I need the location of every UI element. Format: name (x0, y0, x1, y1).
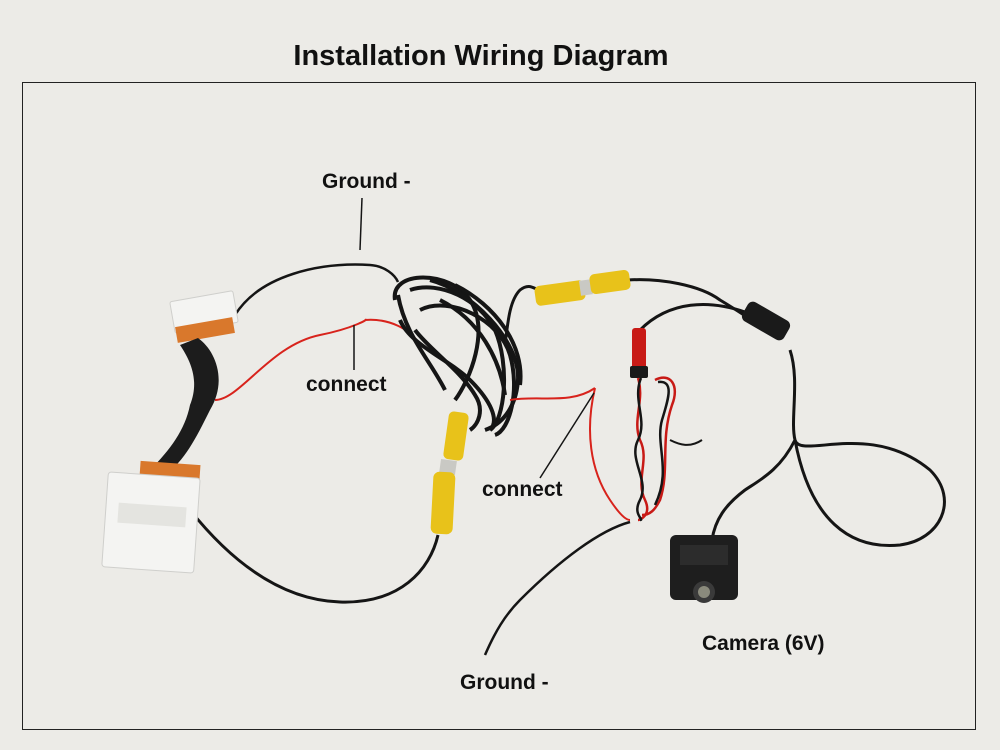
label-ground-top: Ground - (322, 170, 411, 193)
label-camera: Camera (6V) (702, 632, 825, 655)
ground-wire-bottom (483, 520, 631, 656)
diagram-frame (22, 82, 976, 730)
diagram-title: Installation Wiring Diagram (293, 40, 669, 72)
inline-connector (741, 301, 791, 341)
connect-right-leader (539, 392, 595, 479)
harness-assembly (101, 290, 239, 574)
top-rca-connector (534, 269, 631, 306)
harness-video-cable (188, 509, 440, 604)
harness-ground-wire-top (233, 263, 400, 316)
label-connect-left: connect (306, 373, 387, 396)
harness-red-wire (214, 318, 419, 401)
bottom-rca-connector (430, 411, 469, 535)
camera-video-cable (627, 278, 756, 324)
camera-branch-cable (638, 303, 746, 332)
label-connect-right: connect (482, 478, 563, 501)
camera-body (670, 535, 738, 603)
power-ground-stub (669, 439, 703, 446)
camera-loop-cable (788, 349, 946, 548)
twisted-power-pair (634, 376, 677, 522)
braided-sleeve (150, 338, 219, 475)
coiled-extension-cable (392, 275, 523, 437)
label-ground-bottom: Ground - (460, 671, 549, 694)
right-red-wire (509, 387, 631, 521)
ground-top-leader (359, 197, 363, 251)
red-power-plug (632, 328, 646, 370)
camera-feed-cable (710, 439, 797, 541)
